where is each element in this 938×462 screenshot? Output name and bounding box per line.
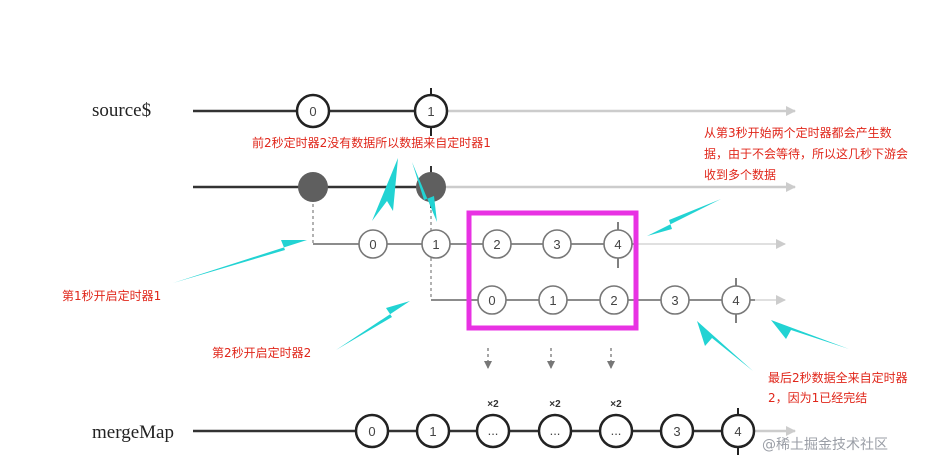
merge-marble-2-label: ... <box>488 423 499 438</box>
source-timeline: 0 1 <box>193 88 796 136</box>
merge-marble-1-label: 1 <box>429 424 436 439</box>
note-first-two-seconds: 前2秒定时器2没有数据所以数据来自定时器1 <box>252 135 491 150</box>
merge-marble-5-label: 3 <box>673 424 680 439</box>
note-last-two-seconds-line-2: 2，因为1已经完结 <box>768 390 867 405</box>
timer2-marble-0 <box>477 285 507 315</box>
source-marble-0 <box>295 93 331 129</box>
timer2-marble-2-label: 2 <box>610 293 617 308</box>
timer1-marble-4 <box>603 229 633 259</box>
timer1-marble-4-label: 4 <box>614 237 621 252</box>
timer1-marble-3 <box>542 229 572 259</box>
merge-marble-6-label: 4 <box>734 424 741 439</box>
merge-marble-3 <box>537 413 573 449</box>
note-timer1-start: 第1秒开启定时器1 <box>62 288 161 303</box>
merge-marble-2 <box>475 413 511 449</box>
source-marble-1-label: 1 <box>427 104 434 119</box>
merge-marble-0 <box>354 413 390 449</box>
source-marble-1 <box>413 93 449 129</box>
multiplier-label-1: ×2 <box>487 399 499 410</box>
timer1-timeline: 0 1 2 3 4 <box>313 222 786 268</box>
timer1-marble-2 <box>482 229 512 259</box>
timer2-marble-1 <box>538 285 568 315</box>
merge-marble-3-label: ... <box>550 423 561 438</box>
timer2-marble-3 <box>660 285 690 315</box>
inner-trigger-timeline <box>193 166 796 300</box>
merge-marble-6 <box>720 413 756 449</box>
merge-marble-4 <box>598 413 634 449</box>
note-third-second-line-1: 从第3秒开始两个定时器都会产生数 <box>704 125 892 140</box>
timer2-marble-2 <box>599 285 629 315</box>
overlap-highlight-box <box>466 210 639 331</box>
timer2-marble-0-label: 0 <box>488 293 495 308</box>
timer2-marble-4-label: 4 <box>732 293 739 308</box>
cyan-arrow-to-timer2-3 <box>697 321 753 371</box>
timer2-timeline: 0 1 2 3 4 <box>431 278 786 323</box>
timer2-marble-3-label: 3 <box>671 293 678 308</box>
note-last-two-seconds-line-1: 最后2秒数据全来自定时器 <box>768 370 908 385</box>
timer1-marble-0 <box>358 229 388 259</box>
merge-marble-4-label: ... <box>611 423 622 438</box>
multiplier-label-3: ×2 <box>610 399 622 410</box>
cyan-arrow-timer1-start <box>173 240 307 283</box>
note-third-second-line-3: 收到多个数据 <box>704 167 776 182</box>
merge-marble-5 <box>659 413 695 449</box>
note-timer2-start: 第2秒开启定时器2 <box>212 345 311 360</box>
merge-output-timeline: 0 1 ... ... ... 3 4 ×2 ×2 ×2 <box>193 399 796 455</box>
watermark: @稀土掘金技术社区 <box>762 437 888 453</box>
source-marble-0-label: 0 <box>309 104 316 119</box>
cyan-arrow-to-timer2-4 <box>771 320 849 349</box>
merge-marble-1 <box>415 413 451 449</box>
cyan-arrow-timer2-start <box>336 301 410 350</box>
multiplier-label-2: ×2 <box>549 399 561 410</box>
dark-marble-0 <box>298 172 328 202</box>
cyan-arrow-to-timer1-1 <box>412 162 437 222</box>
cyan-arrow-to-timer1-0 <box>372 158 398 221</box>
timer1-marble-0-label: 0 <box>369 237 376 252</box>
note-third-second-line-2: 据，由于不会等待，所以这几秒下游会 <box>704 146 908 161</box>
merge-marble-0-label: 0 <box>368 424 375 439</box>
source-row-label: source$ <box>92 100 151 121</box>
mergemap-row-label: mergeMap <box>92 422 174 443</box>
timer2-marble-4 <box>721 285 751 315</box>
cyan-arrow-to-highlight-box <box>647 199 721 236</box>
timer1-marble-1 <box>421 229 451 259</box>
annotation-arrows <box>173 158 849 371</box>
timer2-marble-1-label: 1 <box>549 293 556 308</box>
timer1-marble-2-label: 2 <box>493 237 500 252</box>
timer1-marble-1-label: 1 <box>432 237 439 252</box>
timer1-marble-3-label: 3 <box>553 237 560 252</box>
